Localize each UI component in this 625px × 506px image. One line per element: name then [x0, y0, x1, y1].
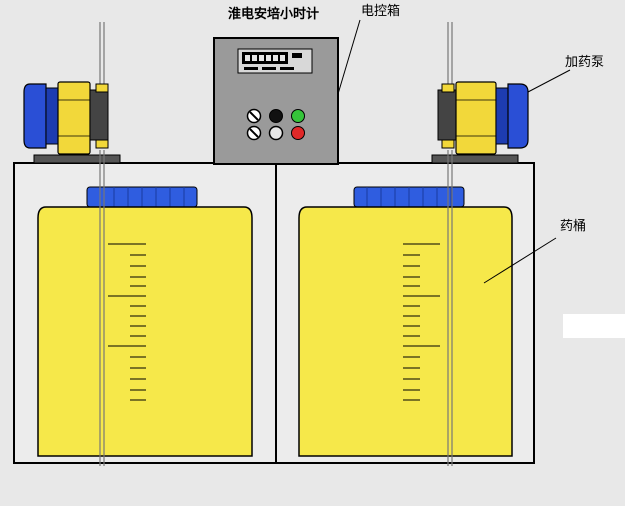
- right-chemical-tank: [298, 186, 513, 457]
- edge-patch: [563, 314, 625, 338]
- white-button[interactable]: [268, 125, 284, 141]
- tank-leader: [483, 237, 557, 284]
- green-indicator-light: [291, 109, 305, 123]
- right-dosing-tube: [447, 22, 453, 466]
- control-box-leader: [337, 19, 361, 95]
- left-chemical-tank: [37, 186, 253, 457]
- selector-switch-1[interactable]: [246, 108, 262, 124]
- red-indicator-light: [291, 126, 305, 140]
- left-dosing-tube: [99, 22, 105, 466]
- hour-meter-label: 淮电安培小时计: [227, 6, 319, 22]
- dosing-pump-label: 加药泵: [565, 55, 604, 70]
- black-button[interactable]: [269, 109, 283, 123]
- pump-leader: [527, 69, 571, 93]
- control-box: [213, 37, 339, 165]
- selector-switch-2[interactable]: [246, 125, 262, 141]
- right-dosing-pump: [437, 81, 529, 155]
- tank-label: 药桶: [560, 219, 586, 234]
- control-box-label: 电控箱: [361, 3, 400, 19]
- left-dosing-pump: [23, 81, 109, 155]
- left-pump-base: [33, 154, 121, 164]
- right-pump-base: [431, 154, 519, 164]
